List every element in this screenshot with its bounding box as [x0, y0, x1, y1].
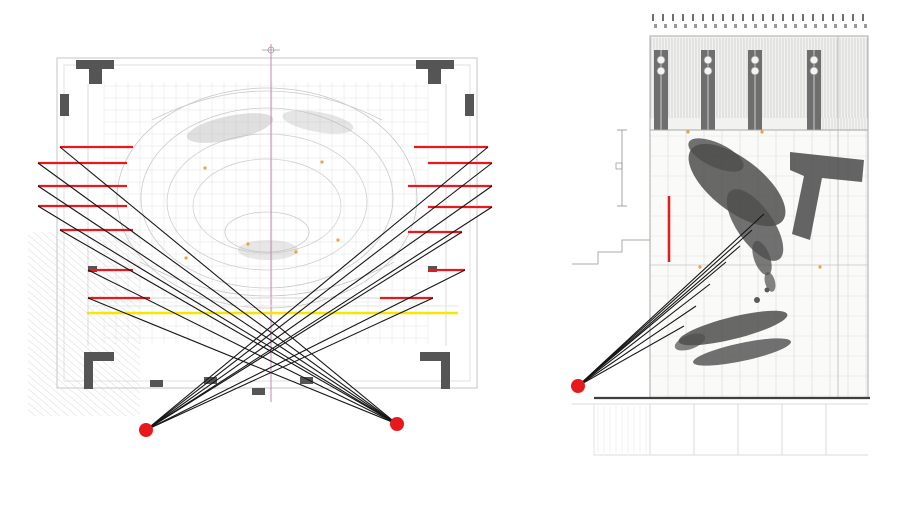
- plan-sightline-fans: [37, 146, 493, 431]
- section-ground-and-basement: [572, 396, 870, 456]
- section-viewpoint-dot: [571, 379, 585, 393]
- section-brushstroke-forms: [674, 138, 864, 366]
- plan-grid: [103, 82, 429, 344]
- section-dark-columns: [654, 50, 821, 130]
- plan-accent-dots: [184, 160, 340, 260]
- section-header-ticks: [652, 14, 867, 28]
- section-accent-dots: [686, 130, 822, 269]
- plan-viewpoint-dots: [139, 417, 404, 437]
- plan-figure: [28, 44, 493, 437]
- plan-red-seating-lines-right: [380, 145, 492, 300]
- plan-frame: [56, 57, 478, 389]
- section-sightline-fan: [577, 213, 765, 387]
- section-stair-outline: [572, 239, 650, 265]
- plan-red-seating-lines-left: [38, 145, 150, 300]
- plan-hatch-lower-left: [28, 232, 140, 416]
- section-figure: [571, 14, 870, 456]
- section-dimension-annotation: [615, 129, 627, 207]
- plan-auditorium-ovals: [116, 87, 418, 309]
